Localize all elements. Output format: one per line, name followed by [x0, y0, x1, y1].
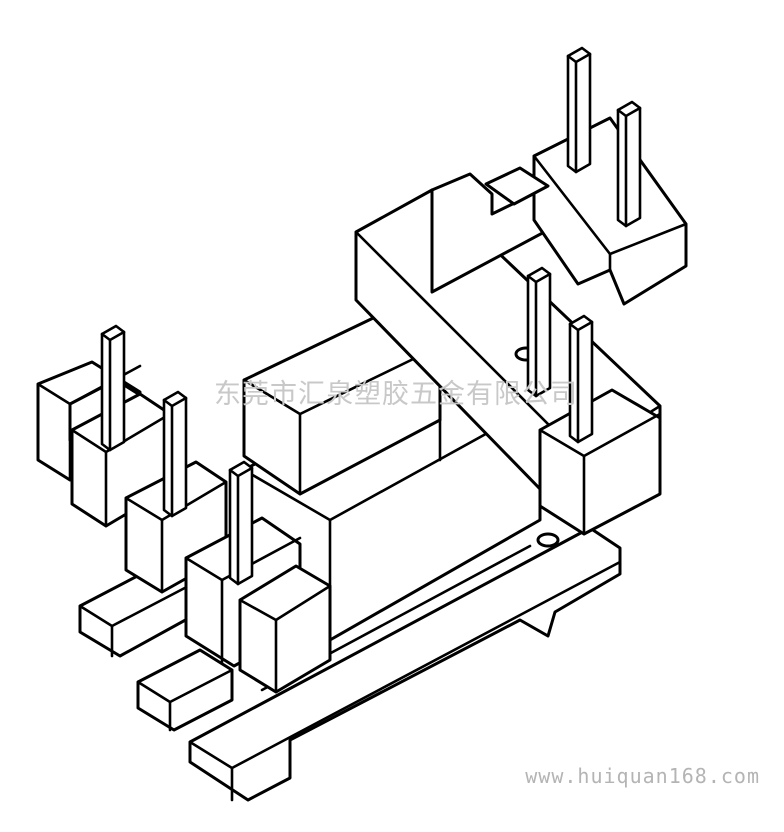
website-url[interactable]: www.huiquan168.com — [525, 764, 760, 788]
pin-right-1 — [566, 46, 592, 174]
pin-left-1 — [100, 324, 126, 452]
base-foot-middle — [136, 648, 234, 732]
pin-right-2 — [616, 100, 642, 228]
pin-right-4 — [568, 314, 594, 444]
base-flange — [188, 526, 622, 802]
pin-left-3 — [228, 460, 254, 586]
pin-right-3 — [526, 266, 552, 398]
left-step-4 — [184, 516, 332, 694]
pin-left-2 — [162, 390, 188, 518]
